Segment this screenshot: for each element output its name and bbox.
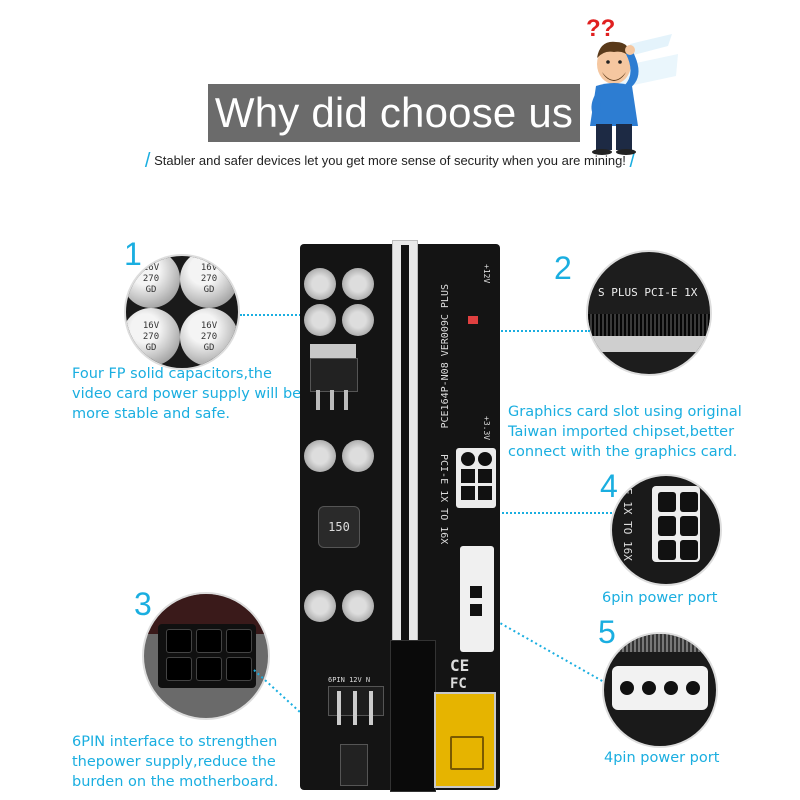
pcie-slot-icon [588, 314, 710, 336]
connector-labels: 6PIN 12V N [328, 676, 371, 684]
board-subtitle-text: PCI-E 1X TO 16X [438, 454, 449, 545]
connector-line-2 [434, 330, 590, 332]
capacitor-icon: 16V 270 GD [180, 308, 238, 366]
board-model-text: PCE164P-N08 VER009C PLUS [440, 284, 451, 429]
board-molex-connector [460, 546, 494, 652]
board-power-header [328, 686, 384, 725]
riser-board: 150 PCE164P-N08 VER009C PLUS PCI-E 1X TO… [300, 240, 500, 792]
voltage-12v-label: +12V [482, 264, 491, 284]
capacitor-zoom-circle: 16V 270 GD 16V 270 GD 16V 270 GD 16V 270… [124, 254, 240, 370]
board-6pin-connector [456, 448, 496, 508]
slot-zoom-circle: S PLUS PCI-E 1X [586, 250, 712, 376]
connector-line-1 [240, 314, 348, 316]
page-title: Why did choose us [208, 84, 580, 142]
feature-caption-1: Four FP solid capacitors,the video card … [72, 366, 302, 422]
slot-bracket [390, 640, 436, 792]
voltage-33v-label: +3.3V [482, 416, 491, 441]
capacitor-icon [342, 268, 374, 300]
regulator-chip [310, 358, 358, 392]
subtitle-text: Stabler and safer devices let you get mo… [154, 153, 626, 168]
slash-right-icon: / [629, 150, 636, 172]
feature-caption-2: Graphics card slot using original Taiwan… [508, 404, 742, 460]
feature-caption-3: 6PIN interface to strengthen thepower su… [72, 734, 279, 790]
feature-number-1: 1 [124, 236, 142, 272]
feature-number-2: 2 [554, 250, 572, 286]
page-subtitle: / Stabler and safer devices let you get … [104, 148, 676, 174]
6pin-socket-icon [158, 624, 256, 688]
molex-connector-icon [612, 666, 708, 710]
inductor: 150 [318, 506, 360, 548]
ce-mark: CE [450, 656, 470, 675]
4pin-port-zoom-circle [602, 632, 718, 748]
feature-caption-4: 6pin power port [602, 590, 718, 606]
capacitor-icon [304, 304, 336, 336]
question-mark-icon: ?? [586, 15, 615, 42]
6pin-connector-icon [652, 486, 700, 562]
capacitor-icon: 16V 270 GD [180, 256, 238, 308]
capacitor-icon [342, 590, 374, 622]
connector-line-4 [466, 512, 612, 514]
slash-left-icon: / [144, 150, 151, 172]
6pin-interface-zoom-circle [142, 592, 270, 720]
capacitor-icon [342, 304, 374, 336]
capacitor-icon: 16V 270 GD [126, 308, 180, 366]
capacitor-icon [304, 440, 336, 472]
6pin-port-zoom-circle: E 1X TO 16X [610, 474, 722, 586]
capacitor-icon [304, 268, 336, 300]
feature-caption-5: 4pin power port [604, 750, 720, 766]
capacitor-icon [342, 440, 374, 472]
pcie-x16-slot [392, 240, 418, 662]
capacitor-icon [304, 590, 336, 622]
thinking-man-illustration: ?? [586, 15, 678, 155]
led-indicator [468, 316, 478, 324]
usb-port [434, 692, 496, 788]
board-small-socket [340, 744, 368, 786]
fcc-mark: FC [450, 676, 467, 692]
feature-number-4: 4 [600, 468, 618, 504]
